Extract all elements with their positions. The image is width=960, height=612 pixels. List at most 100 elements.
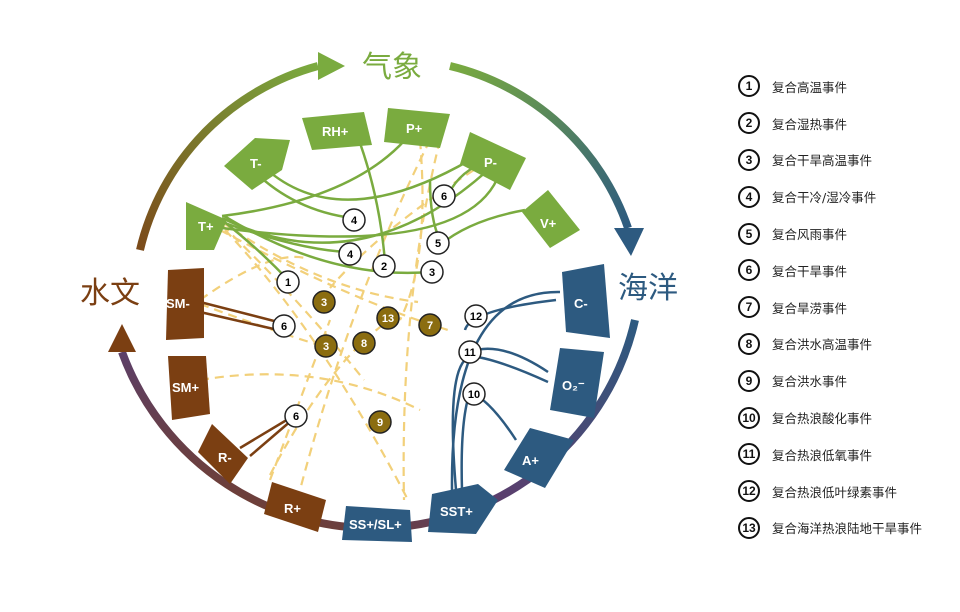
event-marker: 12: [464, 304, 488, 328]
event-marker: 6: [432, 184, 456, 208]
legend-label: 复合热浪低叶绿素事件: [772, 484, 898, 500]
segment-p-plus: [384, 108, 450, 148]
segment-r-plus: [264, 482, 326, 532]
arrow-head-ocean: [614, 228, 644, 256]
legend-label: 复合热浪低氧事件: [772, 447, 873, 463]
svg-text:7: 7: [427, 320, 433, 332]
event-marker: 10: [462, 382, 486, 406]
legend-item: 9 复合洪水事件: [738, 362, 953, 399]
legend-label: 复合热浪酸化事件: [772, 411, 873, 427]
legend-item: 11 复合热浪低氧事件: [738, 436, 953, 473]
svg-text:11: 11: [464, 347, 476, 359]
legend-number: 3: [738, 148, 760, 171]
segment-label-p-minus: P-: [484, 155, 497, 170]
legend-number: 12: [738, 480, 760, 503]
event-marker: 3: [314, 334, 338, 358]
svg-text:3: 3: [321, 297, 327, 309]
segment-label-rh-plus: RH+: [322, 124, 349, 139]
event-marker: 6: [272, 314, 296, 338]
legend-label: 复合风雨事件: [772, 227, 848, 243]
segment-sm-minus: [166, 268, 204, 340]
svg-text:3: 3: [323, 341, 329, 353]
legend-label: 复合旱涝事件: [772, 300, 848, 316]
legend-label: 复合洪水高温事件: [772, 337, 873, 353]
segment-label-p-plus: P+: [406, 121, 423, 136]
legend-item: 2 复合湿热事件: [738, 105, 953, 142]
category-label-hydrology: 水文: [80, 276, 140, 311]
svg-text:8: 8: [361, 338, 367, 350]
segment-label-sm-minus: SM-: [166, 296, 190, 311]
legend-number: 11: [738, 443, 760, 466]
hydrology-connection-lines: [199, 300, 293, 457]
legend-item: 7 复合旱涝事件: [738, 289, 953, 326]
svg-text:5: 5: [435, 238, 441, 250]
segment-label-v-plus: V+: [540, 216, 557, 231]
category-label-meteorology: 气象: [362, 50, 422, 85]
svg-text:10: 10: [468, 389, 480, 401]
legend-label: 复合海洋热浪陆地干旱事件: [772, 521, 923, 537]
svg-text:9: 9: [377, 417, 383, 429]
segment-p-minus: [460, 132, 526, 190]
svg-text:6: 6: [281, 321, 287, 333]
legend-item: 3 复合干旱高温事件: [738, 142, 953, 179]
legend-number: 9: [738, 369, 760, 392]
segment-label-t-minus: T-: [250, 156, 262, 171]
svg-text:4: 4: [347, 249, 354, 261]
legend-label: 复合干旱事件: [772, 263, 848, 279]
segment-label-r-minus: R-: [218, 450, 232, 465]
compound-event-circle-diagram: 气象 海洋 水文: [80, 50, 678, 542]
legend-label: 复合高温事件: [772, 79, 848, 95]
event-marker: 3: [312, 290, 336, 314]
segment-label-r-plus: R+: [284, 501, 301, 516]
svg-text:6: 6: [441, 191, 447, 203]
legend-label: 复合洪水事件: [772, 374, 848, 390]
event-marker: 13: [376, 306, 400, 330]
event-marker: 11: [458, 340, 482, 364]
svg-text:4: 4: [351, 215, 358, 227]
ring-segments: [166, 108, 610, 542]
segment-o2-minus: [550, 348, 604, 418]
segment-label-t-plus: T+: [198, 219, 214, 234]
event-marker: 4: [338, 242, 362, 266]
event-marker: 7: [418, 313, 442, 337]
segment-sm-plus: [168, 356, 210, 420]
svg-text:6: 6: [293, 411, 299, 423]
arrow-head-meteo: [318, 52, 345, 80]
svg-text:13: 13: [382, 313, 394, 325]
arrow-head-hydro: [108, 324, 136, 352]
svg-text:3: 3: [429, 267, 435, 279]
legend-number: 7: [738, 296, 760, 319]
event-marker: 2: [372, 254, 396, 278]
legend-number: 2: [738, 112, 760, 135]
segment-label-sst-plus: SST+: [440, 504, 473, 519]
svg-text:2: 2: [381, 261, 387, 273]
event-marker: 3: [420, 260, 444, 284]
svg-text:12: 12: [470, 311, 482, 323]
legend-item: 12 复合热浪低叶绿素事件: [738, 473, 953, 510]
legend-number: 5: [738, 222, 760, 245]
legend-item: 6 复合干旱事件: [738, 252, 953, 289]
arrow-meteo-to-ocean: [449, 62, 632, 230]
legend-number: 1: [738, 75, 760, 98]
segment-sst-plus: [428, 484, 498, 534]
segment-a-plus: [504, 428, 574, 488]
segment-label-sm-plus: SM+: [172, 380, 200, 395]
legend-label: 复合湿热事件: [772, 116, 848, 132]
event-marker: 9: [368, 410, 392, 434]
arrow-hydro-to-meteo: [136, 62, 320, 251]
legend-label: 复合干旱高温事件: [772, 153, 873, 169]
event-marker: 1: [276, 270, 300, 294]
event-marker: 5: [426, 231, 450, 255]
legend-number: 6: [738, 259, 760, 282]
segment-label-a-plus: A+: [522, 453, 539, 468]
event-markers-white: 4 4 2 3 5 6 1 6 6 12 11 10: [272, 184, 488, 428]
segment-t-plus: [186, 202, 227, 250]
segment-label-o2-minus: O₂⁻: [562, 378, 585, 393]
segment-c-minus: [562, 264, 610, 338]
legend-label: 复合干冷/湿冷事件: [772, 190, 877, 206]
